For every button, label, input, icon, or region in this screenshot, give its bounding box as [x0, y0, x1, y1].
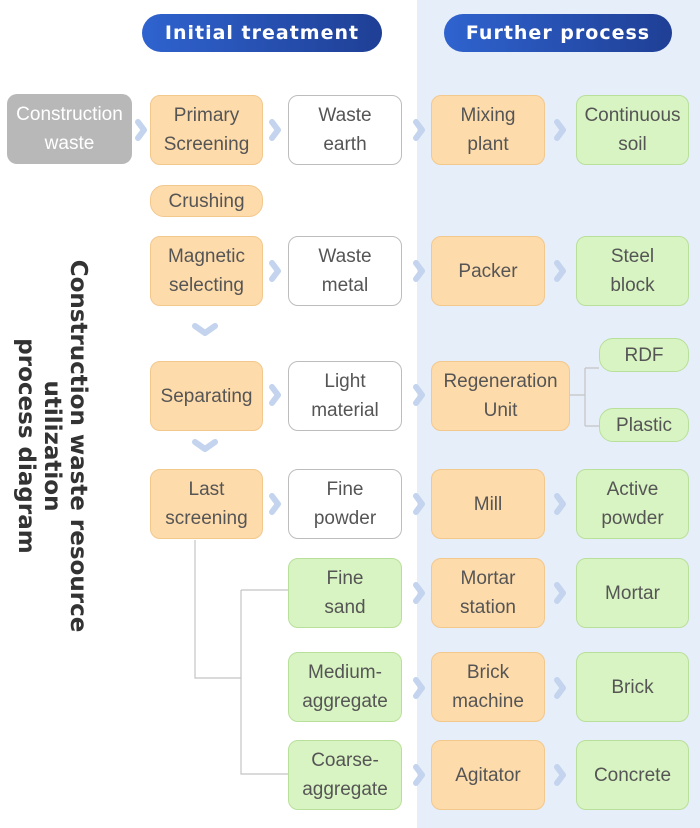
packer-box: Packer: [431, 236, 545, 306]
chevron-right-icon: [554, 260, 566, 282]
magnetic-selecting-box: Magnetic selecting: [150, 236, 263, 306]
chevron-right-icon: [413, 384, 425, 406]
brick-machine-box: Brick machine: [431, 652, 545, 722]
chevron-right-icon: [135, 119, 147, 141]
waste-earth-box: Waste earth: [288, 95, 402, 165]
regeneration-unit-box: Regeneration Unit: [431, 361, 570, 431]
primary-screening-box: Primary Screening: [150, 95, 263, 165]
chevron-right-icon: [554, 119, 566, 141]
regeneration-split-line: [570, 367, 599, 427]
mixing-plant-box: Mixing plant: [431, 95, 545, 165]
chevron-right-icon: [413, 677, 425, 699]
chevron-right-icon: [269, 384, 281, 406]
chevron-right-icon: [554, 677, 566, 699]
rdf-box: RDF: [599, 338, 689, 372]
aggregate-branch-line: [240, 589, 289, 775]
crushing-box: Crushing: [150, 185, 263, 217]
mortar-station-box: Mortar station: [431, 558, 545, 628]
chevron-right-icon: [554, 764, 566, 786]
further-process-header: Further process: [444, 14, 672, 52]
initial-treatment-header: Initial treatment: [142, 14, 382, 52]
construction-waste-source: Construction waste: [7, 94, 132, 164]
concrete-box: Concrete: [576, 740, 689, 810]
chevron-right-icon: [269, 493, 281, 515]
plastic-box: Plastic: [599, 408, 689, 442]
coarse-aggregate-box: Coarse- aggregate: [288, 740, 402, 810]
chevron-right-icon: [413, 582, 425, 604]
continuous-soil-box: Continuous soil: [576, 95, 689, 165]
chevron-arrows: [135, 119, 566, 786]
separating-box: Separating: [150, 361, 263, 431]
fine-sand-box: Fine sand: [288, 558, 402, 628]
steel-block-box: Steel block: [576, 236, 689, 306]
medium-aggregate-box: Medium- aggregate: [288, 652, 402, 722]
fine-powder-box: Fine powder: [288, 469, 402, 539]
chevron-down-icon: [192, 439, 218, 452]
chevron-right-icon: [554, 582, 566, 604]
last-screening-branch-line: [194, 540, 241, 679]
chevron-right-icon: [554, 493, 566, 515]
mill-box: Mill: [431, 469, 545, 539]
waste-metal-box: Waste metal: [288, 236, 402, 306]
light-material-box: Light material: [288, 361, 402, 431]
active-powder-box: Active powder: [576, 469, 689, 539]
chevron-right-icon: [413, 260, 425, 282]
chevron-right-icon: [413, 119, 425, 141]
mortar-box: Mortar: [576, 558, 689, 628]
chevron-right-icon: [413, 764, 425, 786]
last-screening-box: Last screening: [150, 469, 263, 539]
agitator-box: Agitator: [431, 740, 545, 810]
brick-box: Brick: [576, 652, 689, 722]
chevron-right-icon: [269, 260, 281, 282]
chevron-down-icon: [192, 323, 218, 336]
chevron-right-icon: [269, 119, 281, 141]
chevron-right-icon: [413, 493, 425, 515]
